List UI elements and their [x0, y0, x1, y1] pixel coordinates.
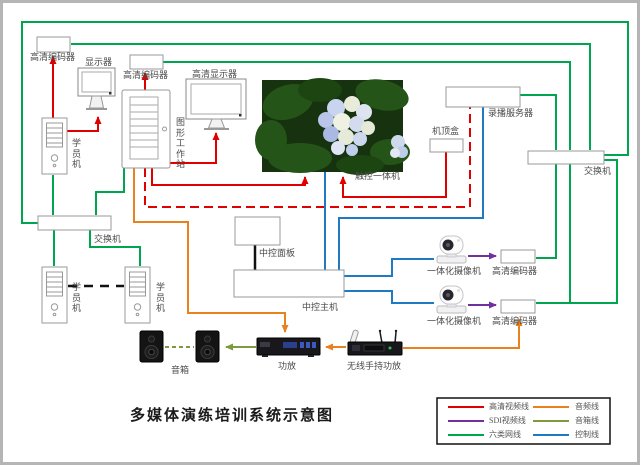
label-hd-monitor: 高清显示器: [192, 69, 238, 79]
label-recording-server: 录播服务器: [488, 108, 534, 118]
label-settop-box: 机顶盒: [432, 126, 460, 136]
label-student-pc-left1: 学员机: [72, 282, 82, 313]
student-pc-topleft: [41, 117, 68, 175]
cables: [21, 21, 629, 351]
label-touch-allinone: 触控一体机: [355, 171, 401, 181]
touch-allinone-photo: [255, 78, 410, 175]
switch-left-box: [37, 215, 112, 231]
hd-encoder-topleft-box: [36, 36, 71, 53]
equipment-boxes: [36, 36, 605, 314]
ptz-camera-2: [436, 285, 467, 314]
speaker-right: [195, 330, 220, 363]
label-switch-left: 交换机: [94, 234, 122, 244]
label-hd-encoder-topleft: 高清编码器: [30, 52, 76, 62]
legend-label-cat6: 六类网线: [489, 430, 521, 439]
label-amplifier: 功放: [278, 361, 297, 371]
hd-encoder-right1-box: [500, 249, 536, 264]
recording-server-box: [445, 86, 521, 108]
sdi-cables: [468, 252, 497, 309]
label-student-pc-left2: 学员机: [156, 282, 166, 313]
label-switch-right: 交换机: [584, 166, 612, 176]
graphics-workstation: [121, 89, 171, 169]
label-control-host: 中控主机: [302, 302, 339, 312]
switch-right-box: [527, 150, 605, 165]
label-monitor-topleft: 显示器: [85, 57, 113, 67]
legend-label-audio: 音频线: [575, 402, 599, 411]
label-student-pc-topleft: 学员机: [72, 138, 82, 169]
hd-video-cables: [49, 56, 471, 208]
legend-label-control-line: 控制线: [575, 430, 599, 439]
hydrangea-bloom: [318, 96, 408, 158]
hd-monitor: [185, 78, 247, 130]
label-hd-encoder-right2: 高清编码器: [492, 316, 538, 326]
label-speakers: 音箱: [171, 365, 190, 375]
label-wireless-amp: 无线手持功放: [347, 361, 402, 371]
legend-label-sdi-video: SDI视频线: [489, 416, 526, 425]
label-hd-encoder-topcenter: 高清编码器: [123, 70, 169, 80]
label-graphics-workstation: 图形工作站: [176, 117, 186, 169]
amplifier-device: [256, 337, 321, 357]
student-pc-left1: [41, 266, 68, 324]
label-hd-encoder-right1: 高清编码器: [492, 266, 538, 276]
label-control-panel: 中控面板: [259, 248, 296, 258]
label-camera-1: 一体化摄像机: [427, 266, 482, 276]
diagram-title: 多媒体演练培训系统示意图: [130, 407, 335, 424]
audio-cables: [133, 168, 523, 351]
control-panel-box: [234, 216, 281, 246]
network-cables: [21, 21, 629, 304]
monitor-topleft: [77, 67, 116, 110]
label-camera-2: 一体化摄像机: [427, 316, 482, 326]
student-pc-left2: [124, 266, 151, 324]
legend-label-speaker-line: 音箱线: [575, 416, 599, 425]
hd-encoder-right2-box: [500, 299, 536, 314]
misc-cables: [68, 245, 257, 288]
control-cables: [324, 107, 484, 304]
ptz-camera-1: [436, 235, 467, 264]
hd-encoder-topcenter-box: [129, 54, 164, 70]
legend: [436, 397, 611, 445]
control-host-box: [233, 269, 345, 298]
wireless-handheld-amp-device: [347, 329, 403, 356]
settop-box: [429, 138, 464, 153]
legend-label-hd-video: 高清视频线: [489, 402, 529, 411]
speaker-left: [139, 330, 164, 363]
